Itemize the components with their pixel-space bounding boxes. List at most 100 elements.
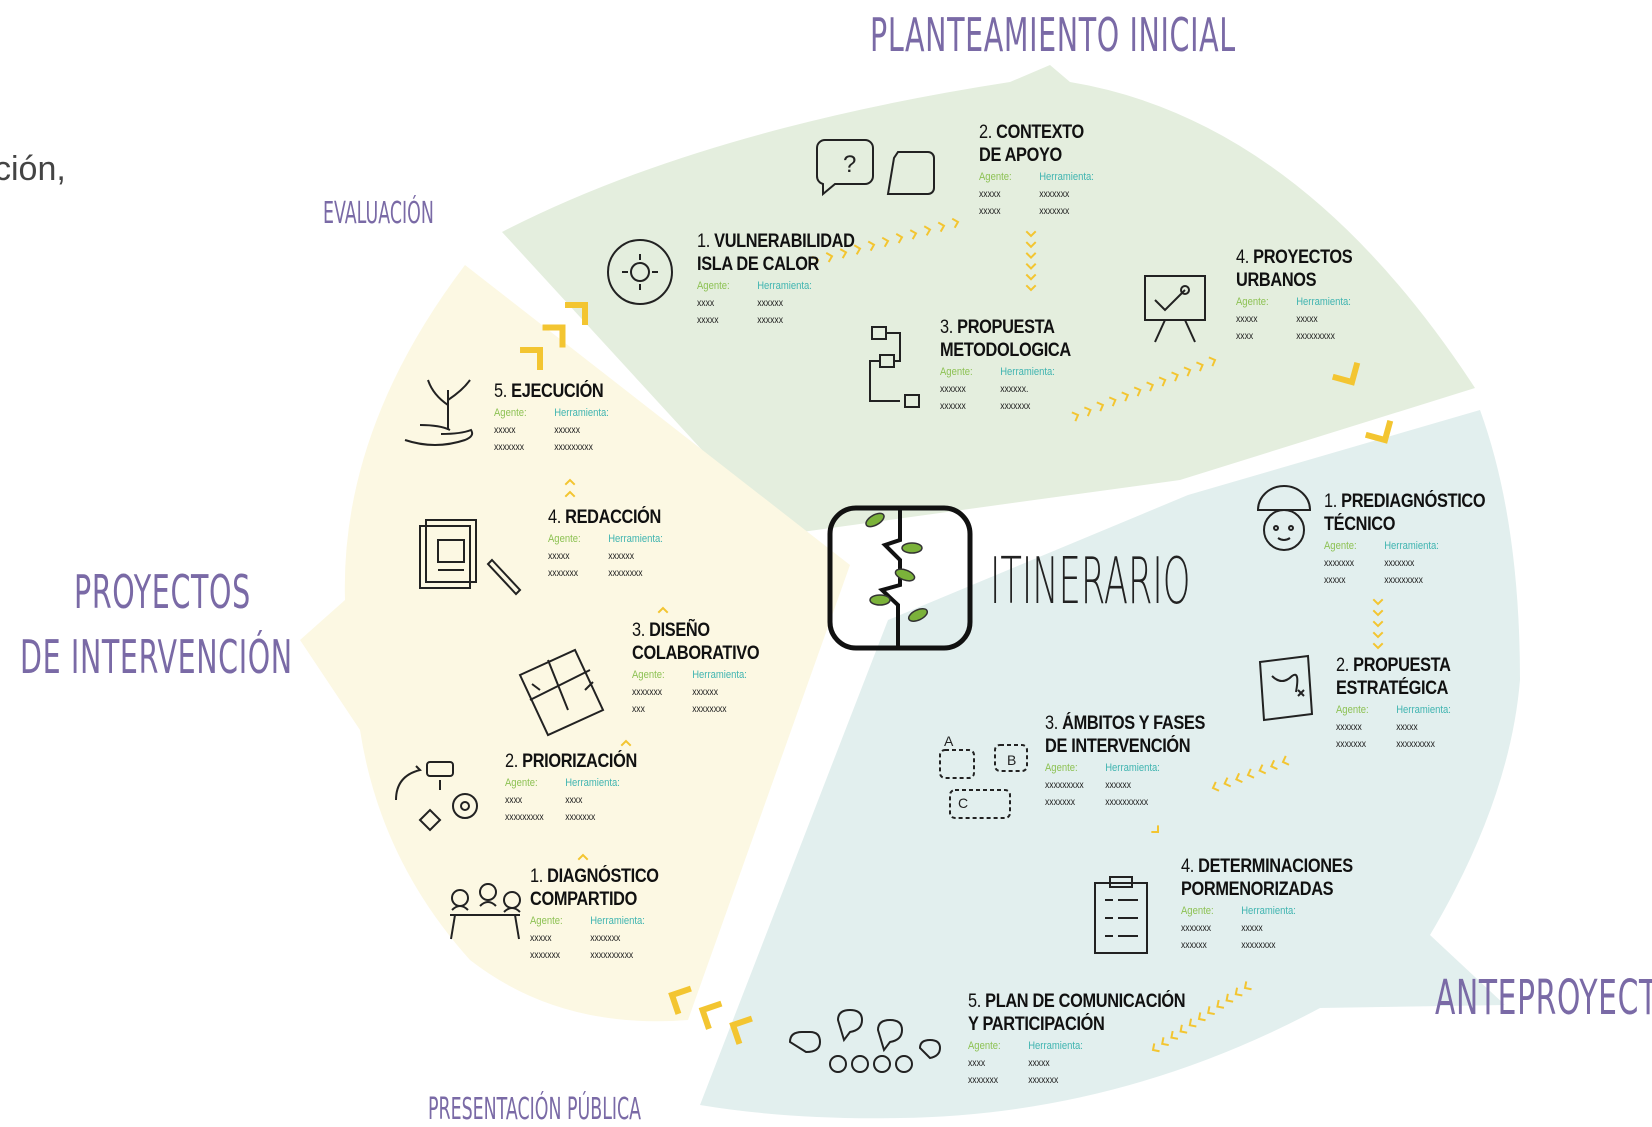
chevron-arrow-icon	[520, 347, 543, 370]
documents-pen-icon	[419, 519, 522, 596]
tool-label: Herramienta:	[590, 915, 645, 927]
chevron-arrow-icon	[1158, 376, 1167, 387]
chevron-arrow-icon	[698, 1000, 723, 1030]
abc-blocks-icon: BAC	[939, 733, 1028, 819]
tool-value-2: xxxxxxx	[565, 812, 596, 823]
chevron-arrow-icon	[1258, 764, 1267, 775]
hand-plant-icon	[404, 379, 474, 446]
step-title-line2: DE APOYO	[979, 145, 1062, 166]
tool-value-2: xxxxxx	[757, 315, 783, 326]
chevron-arrow-icon	[1170, 1030, 1179, 1040]
chevron-arrow-icon	[1071, 411, 1080, 422]
chevron-arrow-icon	[1372, 598, 1384, 606]
tool-value-1: xxxxxx.	[1000, 384, 1029, 395]
chevron-arrow-icon	[577, 853, 589, 861]
step-title-line1: PROYECTOS	[1253, 247, 1353, 268]
tool-label: Herramienta:	[608, 533, 663, 545]
chevron-arrow-icon	[1211, 781, 1220, 792]
tool-label: Herramienta:	[692, 669, 747, 681]
chevron-arrow-icon	[1096, 401, 1105, 412]
chevron-arrow-icon	[1372, 642, 1384, 650]
chevron-arrow-icon	[564, 478, 576, 486]
step-title: 4. DETERMINACIONES	[1181, 855, 1353, 878]
tool-value-2: xxxxxxxx	[608, 568, 643, 579]
tool-label: Herramienta:	[554, 407, 609, 419]
step-number: 5.	[968, 991, 981, 1012]
step-title-line2: DE INTERVENCIÓN	[1045, 736, 1191, 757]
sun-icon	[607, 239, 673, 305]
tool-value-2: xxxxxxxxxx	[1105, 797, 1149, 808]
chevron-arrow-icon	[1207, 1006, 1215, 1016]
center-title: ITINERARIO	[990, 545, 1191, 619]
agent-label: Agente:	[494, 407, 527, 419]
chevron-arrow-icon	[1364, 419, 1394, 444]
step-number: 2.	[505, 751, 518, 772]
step-title: 3. ÁMBITOS Y FASES	[1045, 712, 1205, 735]
step-number: 2.	[1336, 655, 1349, 676]
chevron-arrow-icon	[895, 233, 904, 244]
step-title-line2: METODOLOGICA	[940, 340, 1071, 361]
step-title-line2-wrap: COMPARTIDO	[530, 888, 659, 911]
chevron-arrow-icon	[1133, 386, 1142, 397]
step-title-line1: REDACCIÓN	[565, 507, 662, 528]
agent-value-2: xxx	[632, 704, 645, 715]
chevron-arrow-icon	[1372, 620, 1384, 628]
connector-arrows	[520, 217, 1394, 1053]
step-title-line1: DIAGNÓSTICO	[547, 866, 659, 887]
step-title-line1: ÁMBITOS Y FASES	[1062, 713, 1206, 734]
tool-label: Herramienta:	[565, 777, 620, 789]
step-title: 3. DISEÑO	[632, 619, 759, 642]
agent-label: Agente:	[1324, 540, 1357, 552]
agent-value-1: xxxxxxxxx	[1045, 780, 1084, 791]
step-title-line1: PREDIAGNÓSTICO	[1341, 491, 1486, 512]
chevron-arrow-icon	[1281, 755, 1290, 766]
agent-value-2: xxxxxxx	[530, 950, 561, 961]
agent-value-1: xxxxxxx	[1324, 558, 1355, 569]
step-title-line2: PORMENORIZADAS	[1181, 879, 1334, 900]
chevron-arrow-icon	[951, 217, 960, 229]
agent-label: Agente:	[505, 777, 538, 789]
chevron-arrow-icon	[668, 985, 692, 1015]
clipboard-list-icon	[1094, 876, 1148, 954]
agent-label: Agente:	[632, 669, 665, 681]
agent-value-1: xxxxxx	[940, 384, 966, 395]
step-number: 1.	[697, 231, 710, 252]
agent-value-2: xxxx	[1236, 331, 1254, 342]
chevron-arrow-icon	[564, 490, 576, 498]
phase-title-proyectos-line1: PROYECTOS	[74, 565, 251, 619]
chevron-arrow-icon	[1243, 981, 1252, 991]
step-title-line1: DETERMINACIONES	[1198, 856, 1353, 877]
chevron-arrow-icon	[1151, 825, 1159, 833]
chevron-arrow-icon	[1025, 284, 1037, 292]
step-title: 2. PRIORIZACIÓN	[505, 750, 637, 773]
step-title: 4. REDACCIÓN	[548, 506, 663, 529]
chevron-arrow-icon	[1208, 356, 1217, 367]
step-title-line2-wrap: ESTRATÉGICA	[1336, 677, 1451, 700]
cut-off-text: ción,	[0, 150, 66, 188]
step-title-line1: PLAN DE COMUNICACIÓN	[985, 991, 1186, 1012]
phase-title-proyectos-line2: DE INTERVENCIÓN	[20, 630, 293, 684]
step-number: 3.	[940, 317, 953, 338]
tool-label: Herramienta:	[1039, 171, 1094, 183]
step-title-line2: COLABORATIVO	[632, 643, 760, 664]
chevron-arrow-icon	[542, 324, 566, 348]
step-title-line2: COMPARTIDO	[530, 889, 638, 910]
chevron-arrow-icon	[1225, 993, 1234, 1003]
step-title-line2-wrap: DE INTERVENCIÓN	[1045, 735, 1205, 758]
step-title-line2: TÉCNICO	[1324, 514, 1396, 535]
step-title-line2-wrap: COLABORATIVO	[632, 642, 760, 665]
step-title: 5. PLAN DE COMUNICACIÓN	[968, 990, 1186, 1013]
step-number: 1.	[1324, 491, 1337, 512]
step-number: 4.	[548, 507, 561, 528]
